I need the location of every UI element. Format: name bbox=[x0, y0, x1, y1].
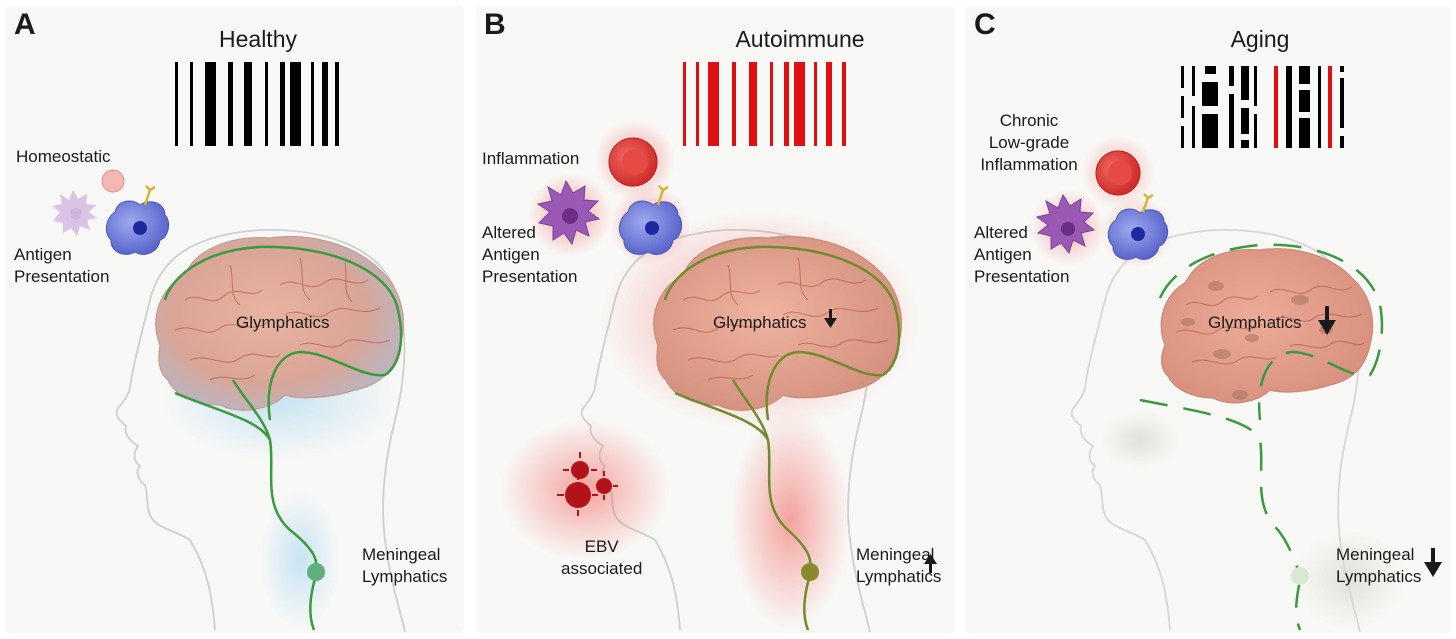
aging-illustration bbox=[1030, 66, 1442, 633]
meningeal-label: Meningeal Lymphatics bbox=[1336, 545, 1422, 586]
barcode-icon bbox=[175, 62, 339, 146]
glymphatics-label: Glymphatics bbox=[1208, 313, 1302, 332]
dendritic-cell-icon bbox=[1030, 190, 1106, 266]
panel-title: Autoimmune bbox=[735, 26, 865, 52]
antigen-label: Antigen Presentation bbox=[14, 245, 110, 286]
virus-icon bbox=[557, 452, 618, 516]
homeostatic-label: Homeostatic bbox=[16, 147, 111, 166]
antigen-label: Altered Antigen Presentation bbox=[974, 223, 1070, 286]
glymphatics-label: Glymphatics bbox=[713, 313, 807, 332]
macrophage-icon bbox=[105, 185, 170, 255]
barcode-icon bbox=[1181, 66, 1344, 148]
glymphatics-label: Glymphatics bbox=[236, 313, 330, 332]
panel-healthy: A Healthy bbox=[0, 0, 470, 639]
antigen-label: Altered Antigen Presentation bbox=[482, 223, 578, 286]
head-outline bbox=[1070, 229, 1361, 633]
meningeal-label: Meningeal Lymphatics bbox=[362, 545, 448, 586]
inflammation-label: Chronic Low-grade Inflammation bbox=[980, 111, 1078, 174]
lymph-node bbox=[307, 563, 325, 581]
lymphocyte-icon bbox=[595, 120, 675, 200]
lymphatic-vessels bbox=[163, 245, 403, 631]
dendritic-cell-icon bbox=[52, 190, 97, 236]
panel-letter: B bbox=[484, 8, 506, 41]
panel-autoimmune: B Autoimmune bbox=[470, 0, 960, 639]
arrow-down-icon bbox=[1424, 548, 1442, 577]
healthy-illustration bbox=[52, 62, 406, 633]
barcode-icon bbox=[683, 62, 846, 146]
lymph-node bbox=[1291, 567, 1309, 585]
panel-letter: C bbox=[974, 8, 996, 41]
panel-title: Aging bbox=[1230, 26, 1290, 52]
inflammation-label: Inflammation bbox=[482, 149, 580, 168]
lymphocyte-icon bbox=[1082, 136, 1154, 208]
ebv-label: EBV associated bbox=[561, 537, 643, 578]
lymphocyte-icon bbox=[101, 169, 125, 193]
arrow-down-icon bbox=[824, 309, 837, 328]
lymph-node bbox=[801, 563, 819, 581]
meningeal-label: Meningeal Lymphatics bbox=[856, 545, 942, 586]
arrow-down-icon bbox=[1318, 306, 1336, 335]
macrophage-icon bbox=[610, 185, 690, 265]
arrow-up-icon bbox=[924, 554, 937, 573]
head-outline bbox=[115, 229, 406, 633]
panel-title: Healthy bbox=[219, 26, 297, 52]
brain bbox=[1160, 248, 1374, 404]
autoimmune-illustration bbox=[500, 62, 937, 633]
panel-letter: A bbox=[14, 8, 36, 41]
macrophage-icon bbox=[1101, 193, 1173, 268]
dendritic-cell-icon bbox=[528, 173, 612, 257]
panel-aging: C Aging bbox=[960, 0, 1456, 639]
